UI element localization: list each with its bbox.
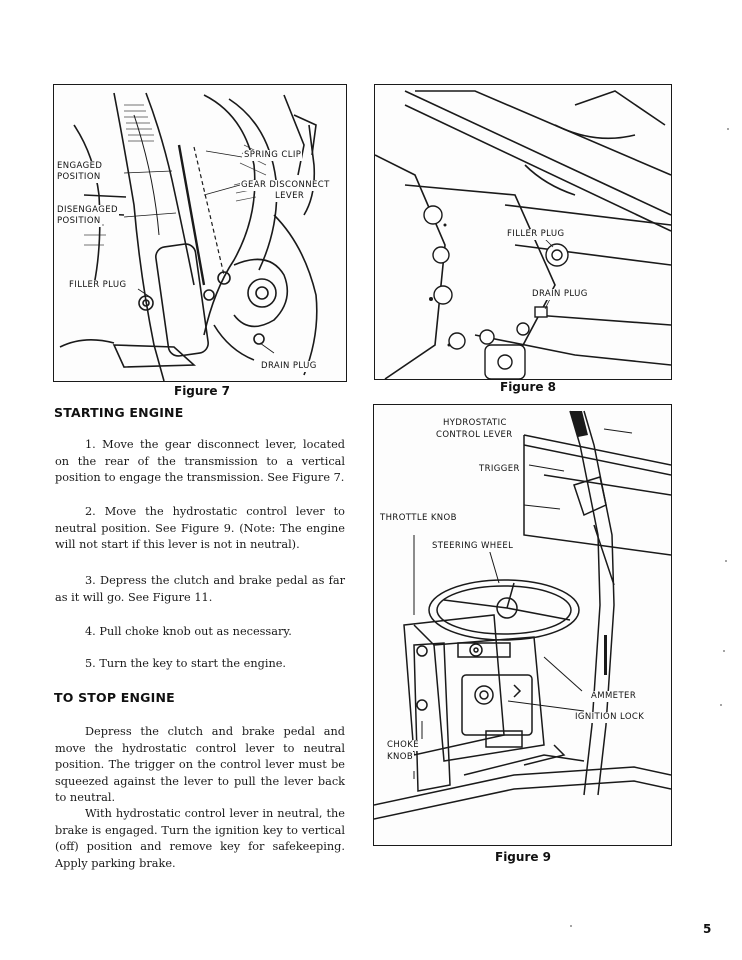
label-drain-plug: DRAIN PLUG bbox=[260, 361, 318, 372]
scan-speck bbox=[725, 560, 727, 562]
label-gear-disconnect-lever: LEVER bbox=[274, 191, 306, 202]
scan-speck bbox=[723, 650, 725, 652]
label-steering-wheel: STEERING WHEEL bbox=[431, 541, 515, 552]
starting-step-5: 5. Turn the key to start the engine. bbox=[85, 657, 287, 670]
figure-9-illustration: HYDROSTATIC CONTROL LEVER TRIGGER THROTT… bbox=[373, 404, 672, 846]
label-ammeter: AMMETER bbox=[590, 691, 638, 702]
label-engaged-position: POSITION bbox=[56, 172, 102, 183]
label-disengaged-position: POSITION bbox=[56, 216, 102, 227]
figure-8-caption: Figure 8 bbox=[500, 380, 557, 394]
label-choke: CHOKE bbox=[386, 740, 420, 751]
figure-9-caption: Figure 9 bbox=[495, 850, 552, 864]
starting-engine-heading: STARTING ENGINE bbox=[54, 405, 184, 420]
label-gear-disconnect: GEAR DISCONNECT bbox=[240, 180, 331, 191]
label-spring-clip: SPRING CLIP bbox=[243, 150, 303, 161]
label-hydrostatic: HYDROSTATIC bbox=[442, 418, 508, 429]
scan-speck bbox=[727, 128, 729, 130]
label-filler-plug: FILLER PLUG bbox=[68, 280, 128, 291]
starting-step-2: 2. Move the hydrostatic control lever to… bbox=[55, 505, 345, 552]
label-engaged: ENGAGED bbox=[56, 161, 104, 172]
transmission-rear-drawing bbox=[59, 92, 318, 381]
figure-8-illustration: FILLER PLUG DRAIN PLUG bbox=[374, 84, 672, 380]
figure-7-caption: Figure 7 bbox=[174, 384, 231, 398]
stop-engine-heading: TO STOP ENGINE bbox=[54, 690, 175, 705]
starting-step-3: 3. Depress the clutch and brake pedal as… bbox=[55, 574, 345, 604]
stop-paragraph-1: Depress the clutch and brake pedal and m… bbox=[55, 725, 345, 805]
scan-speck bbox=[570, 925, 572, 927]
starting-step-1: 1. Move the gear disconnect lever, locat… bbox=[55, 438, 345, 485]
page-number: 5 bbox=[703, 922, 712, 936]
label-fig8-filler-plug: FILLER PLUG bbox=[506, 229, 566, 240]
label-throttle-knob: THROTTLE KNOB bbox=[379, 513, 458, 524]
scan-speck bbox=[720, 704, 722, 706]
label-knob: KNOB bbox=[386, 752, 415, 763]
stop-paragraph-2: With hydrostatic control lever in neutra… bbox=[55, 807, 345, 870]
label-trigger: TRIGGER bbox=[478, 464, 521, 475]
label-disengaged: DISENGAGED bbox=[56, 205, 119, 216]
label-control-lever: CONTROL LEVER bbox=[435, 430, 514, 441]
figure-7-illustration: ENGAGED POSITION DISENGAGED POSITION FIL… bbox=[53, 84, 347, 382]
dashboard-controls-drawing bbox=[374, 410, 671, 820]
starting-step-4: 4. Pull choke knob out as necessary. bbox=[85, 625, 292, 638]
label-ignition-lock: IGNITION LOCK bbox=[574, 712, 646, 723]
transmission-side-drawing bbox=[375, 90, 671, 379]
label-fig8-drain-plug: DRAIN PLUG bbox=[531, 289, 589, 300]
